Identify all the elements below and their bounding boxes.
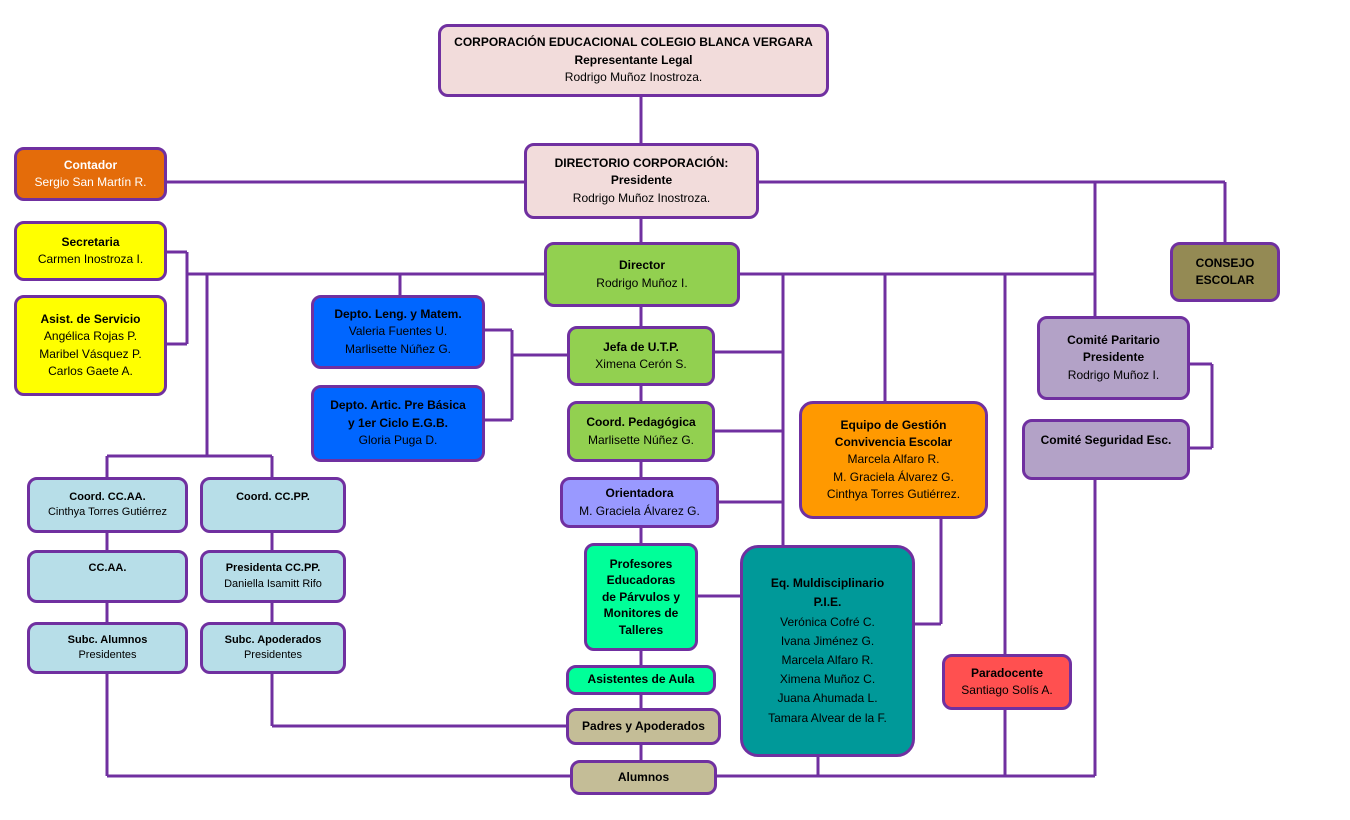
utp-box: Jefa de U.T.P. Ximena Cerón S. [567, 326, 715, 386]
utp-title: Jefa de U.T.P. [603, 339, 679, 354]
profesores-line: Educadoras [606, 573, 676, 588]
pie-title1: Eq. Muldisciplinario [770, 576, 885, 591]
comite-paritario-title1: Comité Paritario [1067, 332, 1160, 347]
corporacion-name: Rodrigo Muñoz Inostroza. [564, 70, 703, 85]
secretaria-title: Secretaria [61, 234, 120, 249]
paradocente-title: Paradocente [970, 665, 1044, 680]
depto-leng-box: Depto. Leng. y Matem. Valeria Fuentes U.… [311, 295, 485, 369]
profesores-line: Monitores de [603, 606, 679, 621]
pie-title2: P.I.E. [813, 595, 842, 610]
padres-apoderados-box: Padres y Apoderados [566, 708, 721, 745]
pie-name: Ivana Jiménez G. [780, 633, 875, 648]
corporacion-role: Representante Legal [574, 52, 693, 67]
presidenta-ccpp-name: Daniella Isamitt Rifo [224, 577, 322, 590]
depto-leng-name: Valeria Fuentes U. [348, 324, 448, 339]
padres-apoderados-title: Padres y Apoderados [582, 718, 705, 733]
asist-servicio-box: Asist. de Servicio Angélica Rojas P. Mar… [14, 295, 167, 396]
consejo-line1: CONSEJO [1195, 255, 1255, 270]
alumnos-title: Alumnos [617, 769, 670, 784]
asist-servicio-name: Maribel Vásquez P. [39, 346, 142, 361]
equipo-conv-name: Marcela Alfaro R. [847, 452, 940, 467]
directorio-name: Rodrigo Muñoz Inostroza. [572, 190, 711, 205]
utp-name: Ximena Cerón S. [595, 357, 687, 371]
pie-name: Marcela Alfaro R. [781, 653, 874, 667]
depto-artic-title2: y 1er Ciclo E.G.B. [347, 415, 449, 430]
director-title: Director [618, 258, 665, 273]
profesores-line: Profesores [609, 556, 673, 571]
depto-artic-name: Gloria Puga D. [358, 433, 438, 448]
asist-servicio-name: Carlos Gaete A. [48, 363, 133, 378]
coord-ccpp-box: Coord. CC.PP. [200, 477, 346, 533]
asistentes-aula-title: Asistentes de Aula [587, 672, 695, 687]
ccaa-title: CC.AA. [88, 562, 127, 574]
contador-box: Contador Sergio San Martín R. [14, 147, 167, 201]
subc-apoderados-sub: Presidentes [243, 649, 303, 661]
asistentes-aula-box: Asistentes de Aula [566, 665, 716, 695]
equipo-conv-name: Cinthya Torres Gutiérrez. [826, 487, 961, 502]
coord-pedagogica-box: Coord. Pedagógica Marlisette Núñez G. [567, 401, 715, 462]
coord-ccaa-box: Coord. CC.AA. Cinthya Torres Gutiérrez [27, 477, 188, 533]
depto-artic-title1: Depto. Artic. Pre Básica [330, 398, 466, 413]
coord-pedagogica-title: Coord. Pedagógica [586, 415, 696, 430]
pie-name: Verónica Cofré C. [780, 614, 875, 629]
comite-paritario-name: Rodrigo Muñoz I. [1067, 367, 1160, 382]
coord-ccpp-title: Coord. CC.PP. [236, 491, 310, 503]
subc-alumnos-box: Subc. Alumnos Presidentes [27, 622, 188, 674]
coord-pedagogica-name: Marlisette Núñez G. [587, 432, 695, 447]
directorio-box: DIRECTORIO CORPORACIÓN: Presidente Rodri… [524, 143, 759, 219]
subc-alumnos-sub: Presidentes [78, 649, 137, 661]
comite-seguridad-box: Comité Seguridad Esc. [1022, 419, 1190, 480]
depto-leng-title: Depto. Leng. y Matem. [334, 306, 462, 321]
profesores-box: Profesores Educadoras de Párvulos y Moni… [584, 543, 698, 651]
profesores-line: Talleres [618, 622, 664, 637]
subc-apoderados-box: Subc. Apoderados Presidentes [200, 622, 346, 674]
alumnos-box: Alumnos [570, 760, 717, 795]
secretaria-box: Secretaria Carmen Inostroza I. [14, 221, 167, 281]
pie-name: Juana Ahumada L. [777, 691, 878, 706]
presidenta-ccpp-title: Presidenta CC.PP. [225, 562, 321, 575]
director-box: Director Rodrigo Muñoz I. [544, 242, 740, 307]
contador-title: Contador [63, 157, 118, 172]
equipo-conv-title1: Equipo de Gestión [840, 417, 947, 432]
pie-name: Ximena Muñoz C. [779, 672, 876, 687]
presidenta-ccpp-box: Presidenta CC.PP. Daniella Isamitt Rifo [200, 550, 346, 603]
director-name: Rodrigo Muñoz I. [596, 275, 688, 290]
coord-ccaa-name: Cinthya Torres Gutiérrez [47, 506, 167, 518]
corporacion-title: CORPORACIÓN EDUCACIONAL COLEGIO BLANCA V… [454, 35, 813, 50]
consejo-line2: ESCOLAR [1195, 273, 1255, 287]
subc-apoderados-title: Subc. Apoderados [224, 633, 322, 646]
orientadora-box: Orientadora M. Graciela Álvarez G. [560, 477, 719, 528]
comite-paritario-title2: Presidente [1082, 350, 1145, 365]
depto-leng-name: Marlisette Núñez G. [344, 341, 452, 356]
equipo-convivencia-box: Equipo de Gestión Convivencia Escolar Ma… [799, 401, 988, 519]
pie-name: Tamara Alvear de la F. [768, 710, 887, 725]
pie-box: Eq. Muldisciplinario P.I.E. Verónica Cof… [740, 545, 915, 757]
asist-servicio-name: Angélica Rojas P. [43, 329, 138, 344]
corporacion-box: CORPORACIÓN EDUCACIONAL COLEGIO BLANCA V… [438, 24, 829, 97]
coord-ccaa-title: Coord. CC.AA. [69, 490, 146, 503]
paradocente-name: Santiago Solís A. [961, 683, 1053, 697]
paradocente-box: Paradocente Santiago Solís A. [942, 654, 1072, 710]
equipo-conv-name: M. Graciela Álvarez G. [833, 469, 954, 484]
directorio-title: DIRECTORIO CORPORACIÓN: [554, 155, 729, 170]
secretaria-name: Carmen Inostroza I. [37, 252, 144, 266]
profesores-line: de Párvulos y [601, 589, 681, 604]
directorio-role: Presidente [610, 173, 673, 188]
comite-paritario-box: Comité Paritario Presidente Rodrigo Muño… [1037, 316, 1190, 400]
comite-seguridad-title: Comité Seguridad Esc. [1040, 433, 1172, 447]
contador-name: Sergio San Martín R. [34, 175, 147, 189]
consejo-escolar-box: CONSEJO ESCOLAR [1170, 242, 1280, 302]
depto-artic-box: Depto. Artic. Pre Básica y 1er Ciclo E.G… [311, 385, 485, 462]
asist-servicio-title: Asist. de Servicio [40, 311, 141, 326]
orientadora-name: M. Graciela Álvarez G. [579, 503, 700, 518]
orientadora-title: Orientadora [605, 486, 674, 501]
subc-alumnos-title: Subc. Alumnos [67, 633, 148, 646]
ccaa-box: CC.AA. [27, 550, 188, 603]
equipo-conv-title2: Convivencia Escolar [834, 434, 953, 449]
